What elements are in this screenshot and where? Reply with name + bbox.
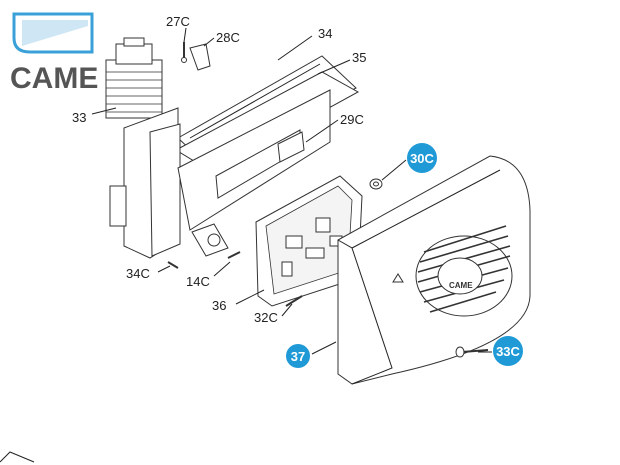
leader-lines <box>91 27 492 355</box>
cover-vent-grille: CAME <box>415 225 513 317</box>
logo-stripe-icon <box>22 20 88 46</box>
svg-text:30C: 30C <box>410 151 434 166</box>
washer-30c-part <box>369 178 383 190</box>
cover-logo: CAME <box>449 281 473 290</box>
logo-wordmark: CAME <box>10 62 98 95</box>
callout-35: 35 <box>352 50 366 65</box>
screw-14c-part <box>227 251 241 259</box>
screw-33c-part <box>455 346 489 358</box>
badge-33c: 33C <box>493 336 523 366</box>
screw-32c-part <box>285 295 303 307</box>
callout-14c: 14C <box>186 274 210 289</box>
circuit-board-36-part <box>255 175 363 307</box>
badge-30c: 30C <box>407 143 437 173</box>
transformer-part <box>105 37 163 119</box>
screw-34c-part <box>167 261 179 269</box>
bracket-28c-part <box>189 43 211 71</box>
screw-27c-part <box>181 42 187 63</box>
callout-27c: 27C <box>166 14 190 29</box>
svg-text:37: 37 <box>291 349 305 364</box>
cover-37-part: CAME <box>337 155 531 385</box>
came-logo: CAME <box>10 12 98 95</box>
callout-28c: 28C <box>216 30 240 45</box>
badge-37: 37 <box>286 344 310 368</box>
page-corner-fragment <box>0 451 35 463</box>
svg-text:33C: 33C <box>496 344 520 359</box>
callout-34c: 34C <box>126 266 150 281</box>
callout-29c: 29C <box>340 112 364 127</box>
housing-frame-part <box>109 89 331 259</box>
callout-36: 36 <box>212 298 226 313</box>
callout-34: 34 <box>318 26 332 41</box>
callout-33: 33 <box>72 110 86 125</box>
rail-29c-part <box>277 131 305 163</box>
callout-32c: 32C <box>254 310 278 325</box>
warning-triangle-icon <box>392 273 404 283</box>
